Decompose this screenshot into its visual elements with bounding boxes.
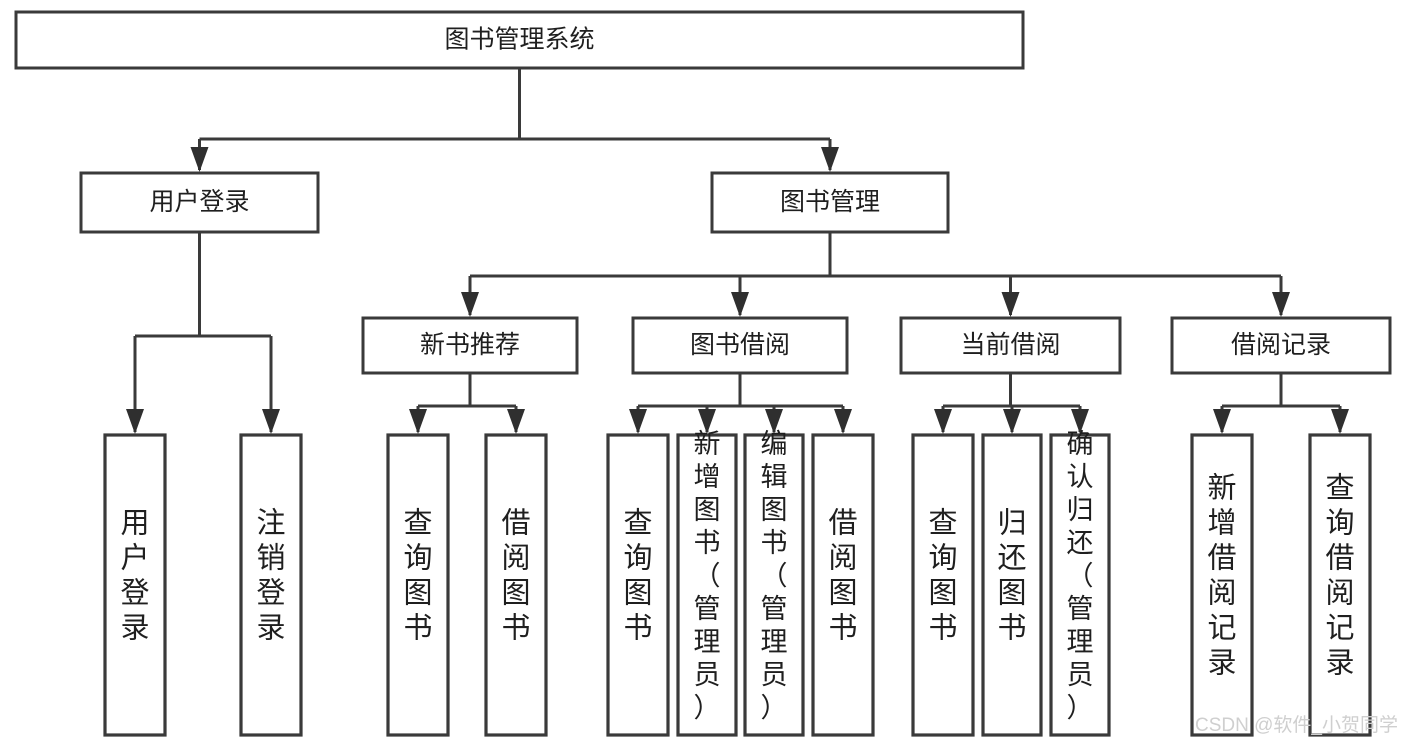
- arrow-head-icon: [1003, 409, 1021, 434]
- leaf-leaf-edit-book[interactable]: 编辑图书（管理员）: [743, 429, 805, 737]
- connectors-layer: [126, 68, 1349, 434]
- arrow-head-icon: [126, 409, 144, 434]
- leaf-box-leaf-query-book-borrow: [606, 433, 670, 737]
- leaf-box-leaf-add-book: [676, 433, 738, 737]
- leaf-box-leaf-query-book-current: [911, 433, 975, 737]
- leaf-label-leaf-add-record: 新增借阅记录: [1207, 472, 1236, 680]
- leaf-box-leaf-user-login: [103, 433, 167, 737]
- arrow-head-icon: [834, 409, 852, 434]
- arrow-head-icon: [262, 409, 280, 434]
- leaf-leaf-return-book[interactable]: 归还图书: [981, 433, 1043, 737]
- node-box-borrow-record: [1170, 316, 1392, 375]
- node-box-root: [14, 10, 1025, 70]
- node-label-borrow-record: 借阅记录: [1231, 331, 1331, 359]
- leaf-label-leaf-confirm-return: 确认归还（管理员）: [1067, 429, 1094, 723]
- leaf-leaf-query-book-current[interactable]: 查询图书: [911, 433, 975, 737]
- leaf-box-leaf-query-book-new: [386, 433, 450, 737]
- leaf-label-leaf-return-book: 归还图书: [997, 507, 1026, 645]
- leaf-leaf-query-book-borrow[interactable]: 查询图书: [606, 433, 670, 737]
- node-current-borrow[interactable]: 当前借阅: [899, 316, 1122, 375]
- node-new-book-recommend[interactable]: 新书推荐: [361, 316, 579, 375]
- arrow-head-icon: [731, 292, 749, 317]
- node-label-book-manage: 图书管理: [780, 188, 880, 216]
- leaf-box-leaf-return-book: [981, 433, 1043, 737]
- nodes-layer: 图书管理系统用户登录图书管理新书推荐图书借阅当前借阅借阅记录用户登录注销登录查询…: [14, 10, 1392, 737]
- leaf-label-leaf-query-record: 查询借阅记录: [1325, 472, 1354, 680]
- csdn-watermark: CSDN @软件_小贺同学: [1195, 714, 1398, 736]
- node-book-borrow[interactable]: 图书借阅: [631, 316, 849, 375]
- leaf-box-leaf-user-logout: [239, 433, 303, 737]
- arrow-head-icon: [629, 409, 647, 434]
- arrow-head-icon: [1272, 292, 1290, 317]
- node-box-current-borrow: [899, 316, 1122, 375]
- node-user-login[interactable]: 用户登录: [79, 171, 320, 234]
- leaf-leaf-query-record[interactable]: 查询借阅记录: [1308, 433, 1372, 737]
- leaf-leaf-add-book[interactable]: 新增图书（管理员）: [676, 429, 738, 737]
- node-label-user-login: 用户登录: [149, 188, 249, 216]
- node-box-user-login: [79, 171, 320, 234]
- leaf-leaf-confirm-return[interactable]: 确认归还（管理员）: [1049, 429, 1111, 737]
- node-label-new-book-recommend: 新书推荐: [420, 331, 520, 359]
- leaf-box-leaf-borrow-book: [811, 433, 875, 737]
- arrow-head-icon: [409, 409, 427, 434]
- leaf-box-leaf-edit-book: [743, 433, 805, 737]
- arrow-head-icon: [934, 409, 952, 434]
- node-label-current-borrow: 当前借阅: [960, 331, 1060, 359]
- leaf-label-leaf-edit-book: 编辑图书（管理员）: [761, 429, 788, 723]
- node-book-manage[interactable]: 图书管理: [710, 171, 950, 234]
- leaf-label-leaf-user-logout: 注销登录: [256, 507, 285, 645]
- leaf-leaf-user-login[interactable]: 用户登录: [103, 433, 167, 737]
- leaf-box-leaf-confirm-return: [1049, 433, 1111, 737]
- arrow-head-icon: [1071, 409, 1089, 434]
- node-label-book-borrow: 图书借阅: [690, 331, 790, 359]
- node-box-book-manage: [710, 171, 950, 234]
- leaf-box-leaf-add-record: [1190, 433, 1254, 737]
- node-box-book-borrow: [631, 316, 849, 375]
- leaf-label-leaf-query-book-new: 查询图书: [403, 507, 432, 645]
- arrow-head-icon: [1331, 409, 1349, 434]
- leaf-label-leaf-query-book-current: 查询图书: [928, 507, 957, 645]
- leaf-label-leaf-query-book-borrow: 查询图书: [623, 507, 652, 645]
- node-box-new-book-recommend: [361, 316, 579, 375]
- arrow-head-icon: [698, 409, 716, 434]
- leaf-label-leaf-add-book: 新增图书（管理员）: [694, 429, 721, 723]
- node-label-root: 图书管理系统: [444, 26, 594, 54]
- leaf-leaf-borrow-book-new[interactable]: 借阅图书: [484, 433, 548, 737]
- arrow-head-icon: [1213, 409, 1231, 434]
- leaf-box-leaf-borrow-book-new: [484, 433, 548, 737]
- node-root[interactable]: 图书管理系统: [14, 10, 1025, 70]
- leaf-label-leaf-borrow-book: 借阅图书: [828, 507, 857, 645]
- arrow-head-icon: [1001, 292, 1020, 317]
- arrow-head-icon: [507, 409, 525, 434]
- arrow-head-icon: [461, 292, 479, 317]
- arrow-head-icon: [190, 147, 209, 172]
- leaf-box-leaf-query-record: [1308, 433, 1372, 737]
- leaf-label-leaf-borrow-book-new: 借阅图书: [501, 507, 530, 645]
- arrow-head-icon: [821, 147, 839, 172]
- leaf-leaf-query-book-new[interactable]: 查询图书: [386, 433, 450, 737]
- leaf-label-leaf-user-login: 用户登录: [120, 508, 149, 645]
- leaf-leaf-borrow-book[interactable]: 借阅图书: [811, 433, 875, 737]
- leaf-leaf-add-record[interactable]: 新增借阅记录: [1190, 433, 1254, 737]
- leaf-leaf-user-logout[interactable]: 注销登录: [239, 433, 303, 737]
- node-borrow-record[interactable]: 借阅记录: [1170, 316, 1392, 375]
- arrow-head-icon: [765, 409, 783, 434]
